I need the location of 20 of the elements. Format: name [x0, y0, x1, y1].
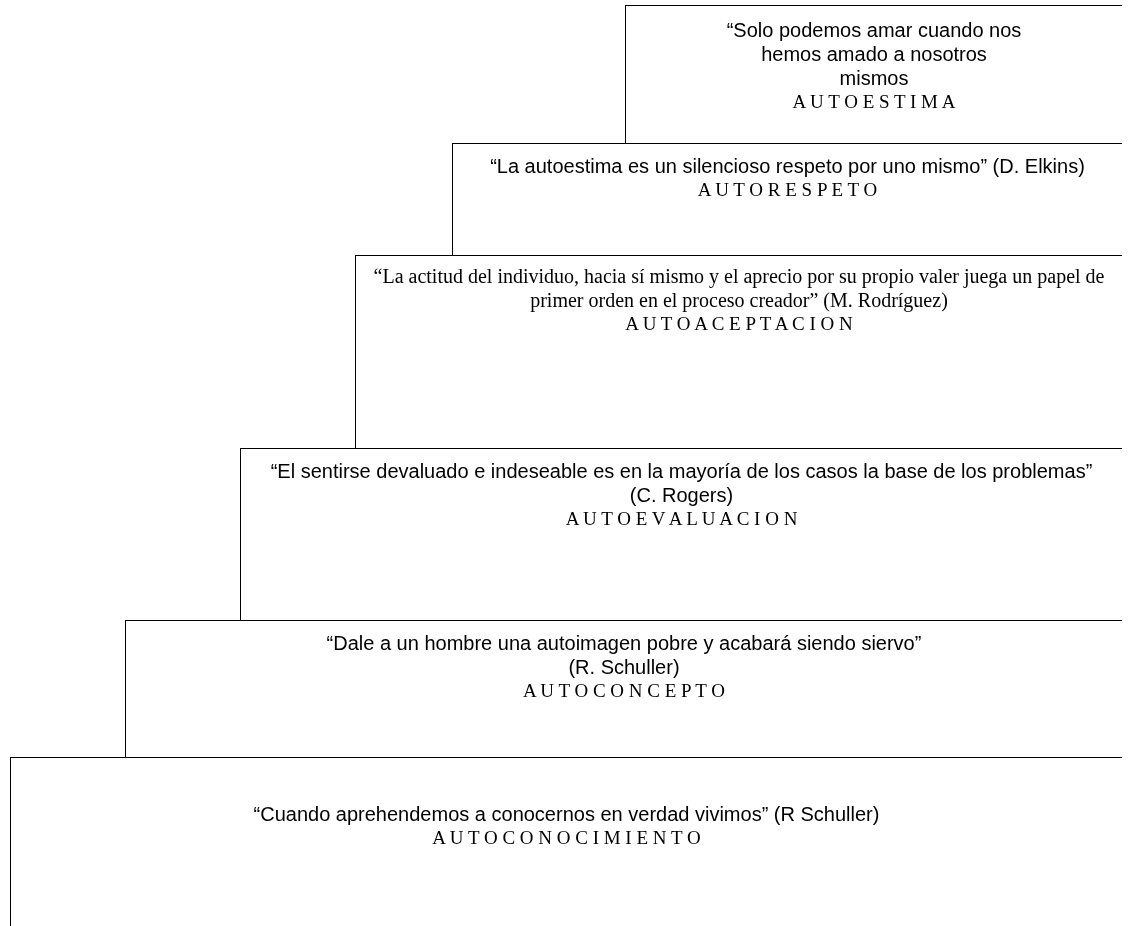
step-heading: A U T O R E S P E T O	[697, 178, 878, 202]
step-heading: A U T O E V A L U A C I O N	[565, 507, 798, 531]
stair-step	[355, 255, 1122, 448]
stair-step	[625, 5, 1122, 143]
stair-step	[10, 757, 1122, 926]
quote-text: “La actitud del individuo, hacia sí mismo y el aprecio por su propio valer juega un papel de primer orden en el proceso creador” (M. Rodríguez)	[372, 264, 1106, 312]
quote-text: “Solo podemos amar cuando nos hemos amado a nosotros mismos	[725, 18, 1023, 90]
step-heading: A U T O A C E P T A C I O N	[625, 312, 853, 336]
step-heading: A U T O C O N O C I M I E N T O	[432, 826, 701, 850]
author-text: (R. Schuller)	[568, 655, 680, 679]
step-heading: A U T O C O N C E P T O	[522, 679, 726, 703]
author-text: (C. Rogers)	[629, 483, 734, 507]
stair-step	[452, 143, 1122, 255]
quote-text: “Cuando aprehendemos a conocernos en verdad vivimos” (R Schuller)	[253, 802, 880, 826]
quote-text: “El sentirse devaluado e indeseable es en la mayoría de los casos la base de los problemas”	[270, 459, 1093, 483]
step-heading: A U T O E S T I M A	[792, 90, 956, 114]
stair-step	[240, 448, 1122, 620]
stair-step	[125, 620, 1122, 757]
quote-text: “La autoestima es un silencioso respeto por uno mismo” (D. Elkins)	[490, 154, 1085, 178]
quote-text: “Dale a un hombre una autoimagen pobre y acabará siendo siervo”	[326, 631, 922, 655]
